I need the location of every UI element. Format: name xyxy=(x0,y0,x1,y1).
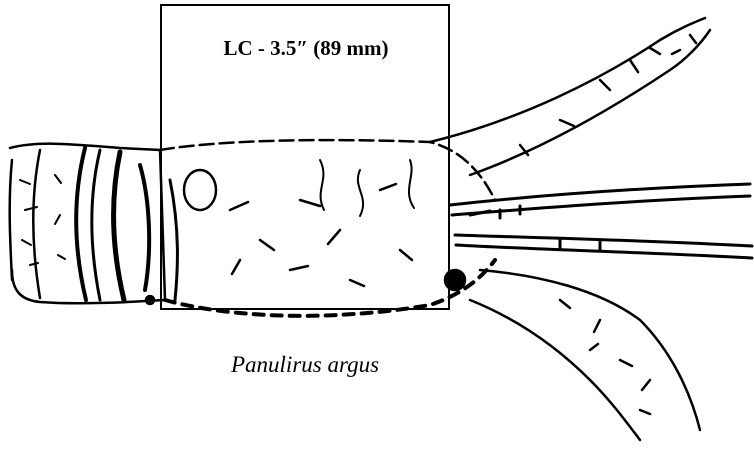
carapace-length-label: LC - 3.5″ (89 mm) xyxy=(163,36,449,61)
species-name-label: Panulirus argus xyxy=(160,352,450,378)
lobster-antennae xyxy=(450,184,752,258)
lobster-carapace xyxy=(146,140,495,316)
lobster-upper-horn xyxy=(430,18,710,175)
lobster-abdomen xyxy=(10,144,165,304)
lobster-lower-horn xyxy=(470,270,700,440)
